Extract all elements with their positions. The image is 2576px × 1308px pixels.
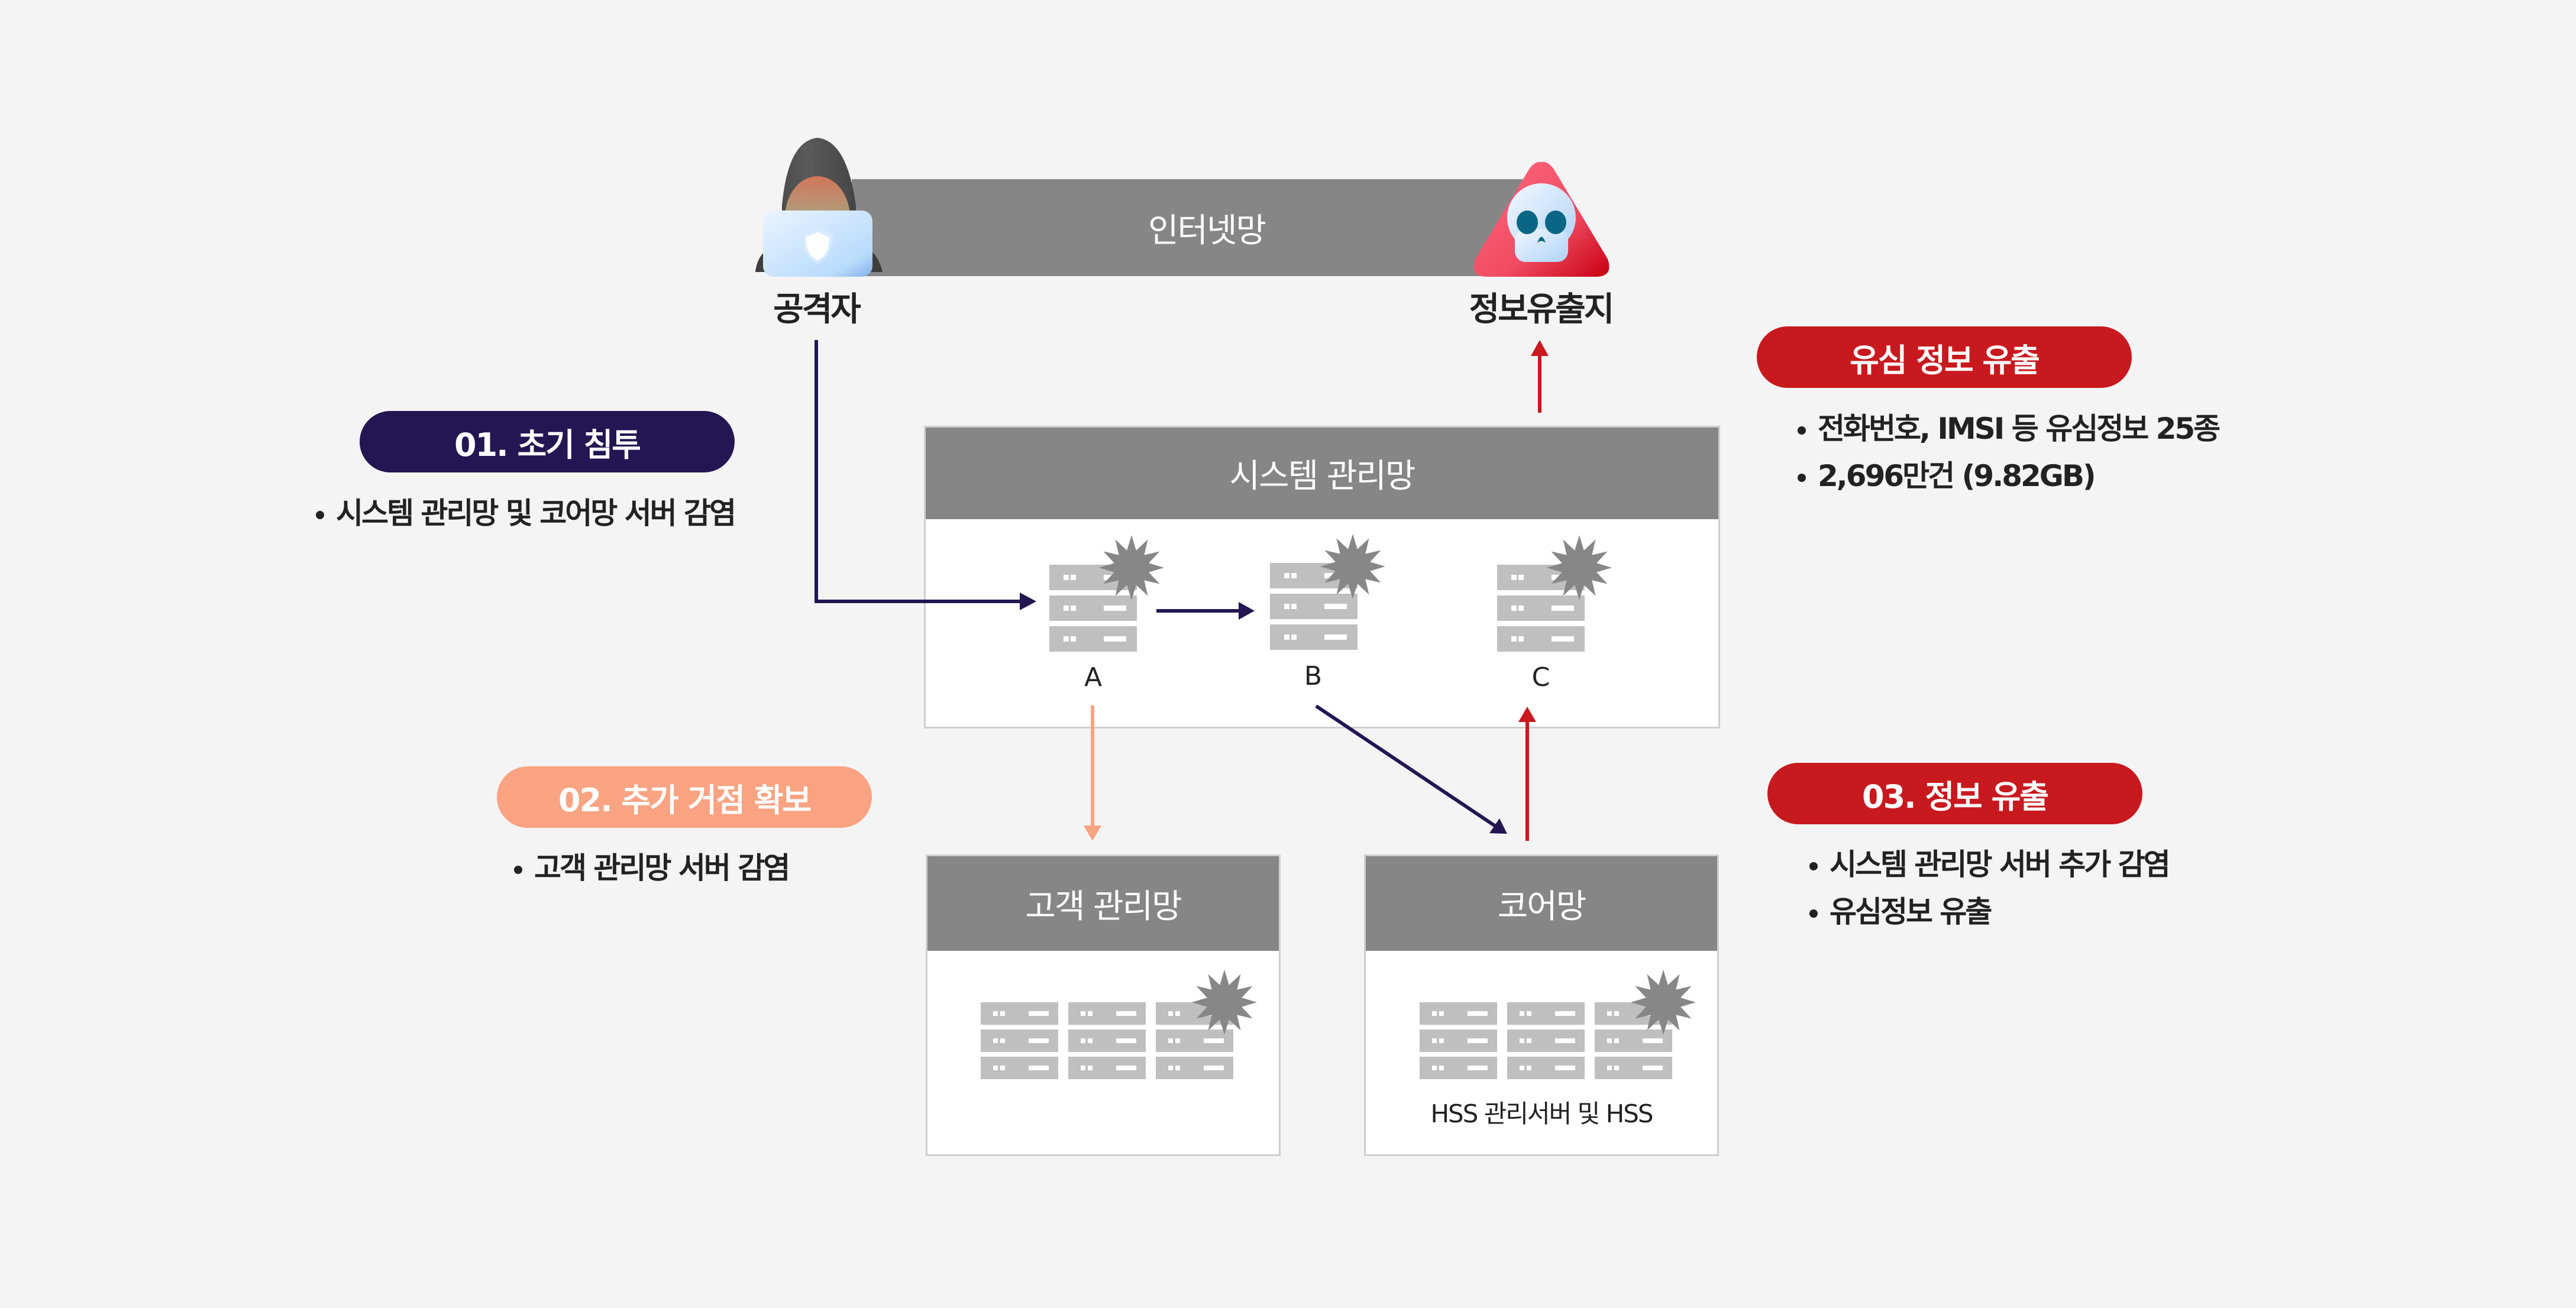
server-icon (1156, 1002, 1233, 1079)
hacker-laptop-icon (746, 135, 888, 277)
step-03-badge: 03. 정보 유출 (1767, 763, 2142, 824)
leak-summary-title: 유심 정보 유출 (1850, 341, 2040, 379)
step-01-bullets: 시스템 관리망 및 코어망 서버 감염 (313, 490, 736, 537)
server-icon (1507, 1002, 1585, 1079)
core-network-caption: HSS 관리서버 및 HSS (1430, 1099, 1653, 1128)
skull-warning-icon (1470, 158, 1612, 279)
server-icon (981, 1002, 1058, 1079)
step-01-badge: 01. 초기 침투 (360, 411, 735, 472)
customer-network-box: 고객 관리망 (926, 854, 1281, 1156)
arrowhead (1531, 340, 1549, 356)
leak-summary-bullets: 전화번호, IMSI 등 유심정보 25종 2,696만건 (9.82GB) (1795, 405, 2221, 500)
internet-network-bar: 인터넷망 (852, 179, 1526, 276)
internet-network-label: 인터넷망 (1148, 211, 1266, 250)
system-network-title: 시스템 관리망 (1229, 457, 1416, 496)
step-03-title: 03. 정보 유출 (1862, 778, 2049, 815)
customer-network-title: 고객 관리망 (1025, 887, 1182, 926)
server-a-icon (1049, 565, 1137, 652)
customer-network-header: 고객 관리망 (927, 856, 1279, 951)
bullet-item: 2,696만건 (9.82GB) (1795, 452, 2219, 500)
server-icon (1595, 1002, 1672, 1079)
core-network-title: 코어망 (1497, 887, 1587, 926)
bullet-item: 시스템 관리망 및 코어망 서버 감염 (313, 490, 736, 537)
attacker-label: 공격자 (773, 290, 861, 329)
system-network-header: 시스템 관리망 (926, 428, 1718, 519)
step-03-bullets: 시스템 관리망 서버 추가 감염 유심정보 유출 (1807, 841, 2171, 935)
step-01-title: 01. 초기 침투 (454, 426, 641, 464)
server-b-label: B (1304, 661, 1323, 691)
leak-summary-badge: 유심 정보 유출 (1757, 326, 2132, 388)
server-a-label: A (1084, 662, 1103, 692)
server-c-label: C (1531, 662, 1550, 692)
core-network-header: 코어망 (1366, 856, 1717, 951)
server-b-icon (1270, 563, 1358, 650)
arrowhead (1084, 825, 1101, 841)
arrowhead (1489, 818, 1507, 834)
bullet-item: 전화번호, IMSI 등 유심정보 25종 (1795, 405, 2221, 452)
bullet-item: 고객 관리망 서버 감염 (512, 844, 790, 892)
bullet-item: 시스템 관리망 서버 추가 감염 (1807, 841, 2171, 888)
leak-site-label: 정보유출지 (1469, 290, 1615, 329)
bullet-item: 유심정보 유출 (1807, 888, 2169, 935)
server-icon (1420, 1002, 1497, 1079)
step-02-title: 02. 추가 거점 확보 (558, 781, 812, 819)
step-02-bullets: 고객 관리망 서버 감염 (512, 844, 790, 892)
server-icon (1068, 1002, 1146, 1079)
step-02-badge: 02. 추가 거점 확보 (497, 766, 872, 828)
server-c-icon (1497, 565, 1585, 652)
